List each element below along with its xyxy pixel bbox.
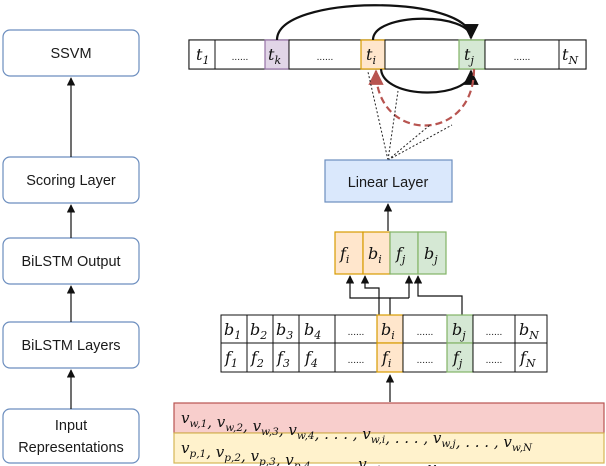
bilstm-dots-bottom-1: ......: [348, 355, 365, 366]
tag-t1: t1: [196, 45, 209, 67]
bilstm-dots-bottom-3: ......: [486, 355, 503, 366]
input-rows: vw,1, vw,2, vw,3, vw,4, . . . , vw,i, . …: [173, 402, 605, 466]
tag-cell-dots-3: [484, 39, 560, 70]
bilstm-dots-top-1: ......: [348, 327, 365, 338]
bilstm-output-label: BiLSTM Output: [21, 254, 120, 270]
pair-bi: bi: [368, 244, 382, 266]
pair-bj: bj: [424, 244, 438, 266]
bilstm-dots-top-2: ......: [417, 327, 434, 338]
tag-dots-1: ......: [232, 52, 249, 63]
dotted-fan: [367, 71, 453, 161]
bilstm-b2: b2: [250, 320, 267, 342]
bilstm-b4: b4: [304, 320, 321, 342]
bilstm-layers-label: BiLSTM Layers: [21, 338, 120, 354]
scoring-layer-label: Scoring Layer: [26, 173, 116, 189]
bilstm-fj: fj: [452, 348, 463, 370]
bilstm-fi: fi: [381, 348, 391, 370]
tag-tk: tk: [268, 45, 281, 67]
tag-tj: tj: [464, 45, 474, 67]
pair-cell-bj: [417, 231, 447, 275]
pair-cell-fj: [389, 231, 419, 275]
pos-embedding-text: vp,1, vp,2, vp,3, vp,4, . . . , vp,i, . …: [181, 439, 526, 466]
bilstm-dots-bottom-2: ......: [417, 355, 434, 366]
bilstm-f3: f3: [276, 348, 290, 370]
bilstm-bj: bj: [452, 320, 466, 342]
bilstm-f4: f4: [304, 348, 318, 370]
arc-ti-to-tj: [371, 17, 479, 41]
ssvm-box: [2, 29, 140, 77]
left-stack: SSVM Scoring Layer BiLSTM Output BiLSTM …: [2, 29, 140, 464]
tag-ti: ti: [366, 45, 376, 67]
bilstm-b3: b3: [276, 320, 293, 342]
tag-cell-tj: [458, 39, 486, 70]
bilstm-b1: b1: [224, 320, 241, 342]
tag-cell-dots-2: [288, 39, 362, 70]
pos-embedding-row: [173, 432, 605, 464]
pair-connectors: [345, 275, 463, 344]
bilstm-f1: f1: [224, 348, 238, 370]
tag-cell-blank: [384, 39, 460, 70]
pos-row-text-line: vp,1, vp,2, vp,3, vp,4, . . . , vp,i, . …: [181, 439, 526, 466]
bilstm-bN: bN: [519, 320, 539, 342]
linear-layer-box: [324, 159, 453, 203]
tag-tN: tN: [562, 45, 578, 67]
pair-block: fi bi fj bj: [334, 231, 447, 275]
tag-dots-2: ......: [317, 52, 334, 63]
bilstm-f2: f2: [250, 348, 264, 370]
word-embedding-row: [173, 402, 605, 434]
pair-fi: fi: [339, 244, 349, 266]
input-label-line2: Representations: [18, 440, 124, 456]
bilstm-grid: b1 b2 b3 b4 ...... bi ...... bj ...... b…: [220, 314, 548, 373]
word-embedding-text: vw,1, vw,2, vw,3, vw,4, . . . , vw,i, . …: [181, 409, 533, 454]
arc-ti-to-tj-below: [379, 68, 479, 94]
bilstm-fN: fN: [519, 348, 536, 370]
ssvm-label: SSVM: [50, 46, 91, 62]
arc-tk-to-tj: [275, 4, 479, 41]
tag-sequence: t1 ...... tk ...... ti tj ...... tN: [188, 39, 587, 70]
bilstm-dots-top-3: ......: [486, 327, 503, 338]
pair-cell-bi: [362, 231, 391, 275]
word-row-text-line: vw,1, vw,2, vw,3, vw,4, . . . , vw,i, . …: [181, 409, 533, 454]
tag-cell-t1: [188, 39, 216, 70]
linear-layer-label: Linear Layer: [348, 175, 429, 191]
input-label-line1: Input: [55, 418, 87, 434]
dashed-arc-tj-to-ti: [368, 68, 476, 127]
pair-fj: fj: [395, 244, 406, 266]
tag-dots-3: ......: [514, 52, 531, 63]
bilstm-bi: bi: [381, 320, 395, 342]
tag-cell-tN: [558, 39, 587, 70]
tag-cell-dots-1: [214, 39, 266, 70]
